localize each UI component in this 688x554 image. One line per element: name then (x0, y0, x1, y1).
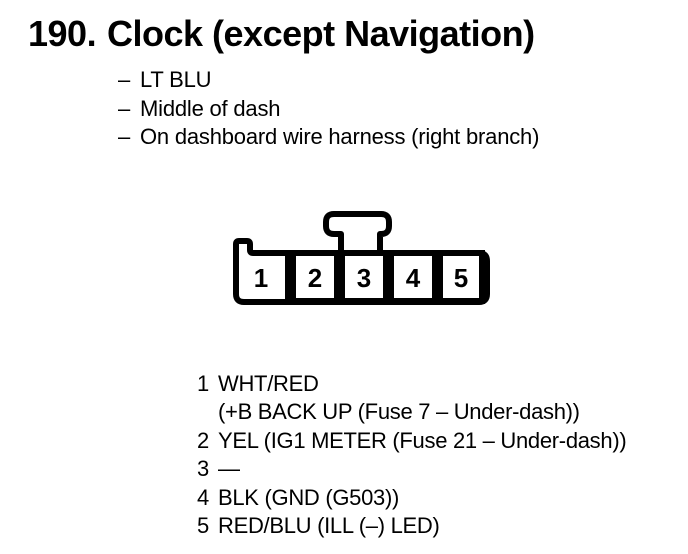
pin-cavity-5 (437, 250, 485, 304)
note-item: – Middle of dash (118, 95, 539, 124)
pin-legend-line: YEL (IG1 METER (Fuse 21 – Under-dash)) (218, 427, 627, 453)
bullet-dash: – (118, 124, 131, 150)
pin-cavity-4 (388, 250, 438, 304)
pin-number-5: 5 (454, 263, 468, 293)
pin-legend-text: — (218, 455, 240, 483)
pin-legend-line: BLK (GND (G503)) (218, 484, 400, 510)
title-number: 190. (28, 13, 97, 54)
pin-number-1: 1 (254, 263, 268, 293)
note-text: LT BLU (140, 67, 212, 92)
pin-legend-row: 2 YEL (IG1 METER (Fuse 21 – Under-dash)) (197, 427, 627, 455)
bullet-dash: – (118, 95, 131, 121)
pin-legend-number: 2 (197, 427, 209, 453)
pin-legend-number: 1 (197, 371, 209, 396)
pin-legend-line: WHT/RED (218, 371, 319, 396)
pin-legend-row: 5 RED/BLU (ILL (–) LED) (197, 512, 626, 540)
note-text: On dashboard wire harness (right branch) (140, 124, 540, 150)
pin-legend-line: RED/BLU (ILL (–) LED) (218, 513, 440, 539)
note-item: – LT BLU (118, 66, 539, 95)
pin-legend-text: BLK (GND (G503)) (218, 484, 399, 512)
pin-cavity-2 (290, 250, 340, 304)
title-text: Clock (except Navigation) (107, 13, 535, 54)
page-title: 190. Clock (except Navigation) (28, 13, 535, 55)
note-text: Middle of dash (140, 95, 281, 121)
note-list: – LT BLU – Middle of dash – On dashboard… (118, 66, 539, 152)
bullet-dash: – (118, 67, 131, 92)
pin-legend-text: WHT/RED (+B BACK UP (Fuse 7 – Under-dash… (218, 370, 580, 427)
pin-legend-row: 4 BLK (GND (G503)) (197, 484, 626, 512)
pin-legend-row: 1 WHT/RED (+B BACK UP (Fuse 7 – Under-da… (197, 370, 626, 427)
pin-legend-number: 3 (197, 456, 209, 482)
connector-diagram: 1 2 3 4 5 (233, 211, 490, 305)
connector-latch (323, 211, 392, 256)
pin-legend-text: RED/BLU (ILL (–) LED) (218, 512, 440, 540)
pin-legend-text: YEL (IG1 METER (Fuse 21 – Under-dash)) (218, 427, 627, 455)
pin-number-3: 3 (357, 263, 371, 293)
pin-legend: 1 WHT/RED (+B BACK UP (Fuse 7 – Under-da… (197, 370, 627, 540)
note-item: – On dashboard wire harness (right branc… (118, 123, 539, 152)
pin-legend-line: (+B BACK UP (Fuse 7 – Under-dash)) (218, 399, 580, 425)
pin-number-4: 4 (406, 263, 421, 293)
pin-legend-row: 3 — (197, 455, 626, 483)
pin-legend-number: 4 (197, 484, 209, 510)
pin-number-2: 2 (308, 263, 322, 293)
pin-legend-number: 5 (197, 513, 209, 539)
pin-cavity-3 (339, 250, 389, 304)
pin-legend-line: — (218, 456, 240, 482)
